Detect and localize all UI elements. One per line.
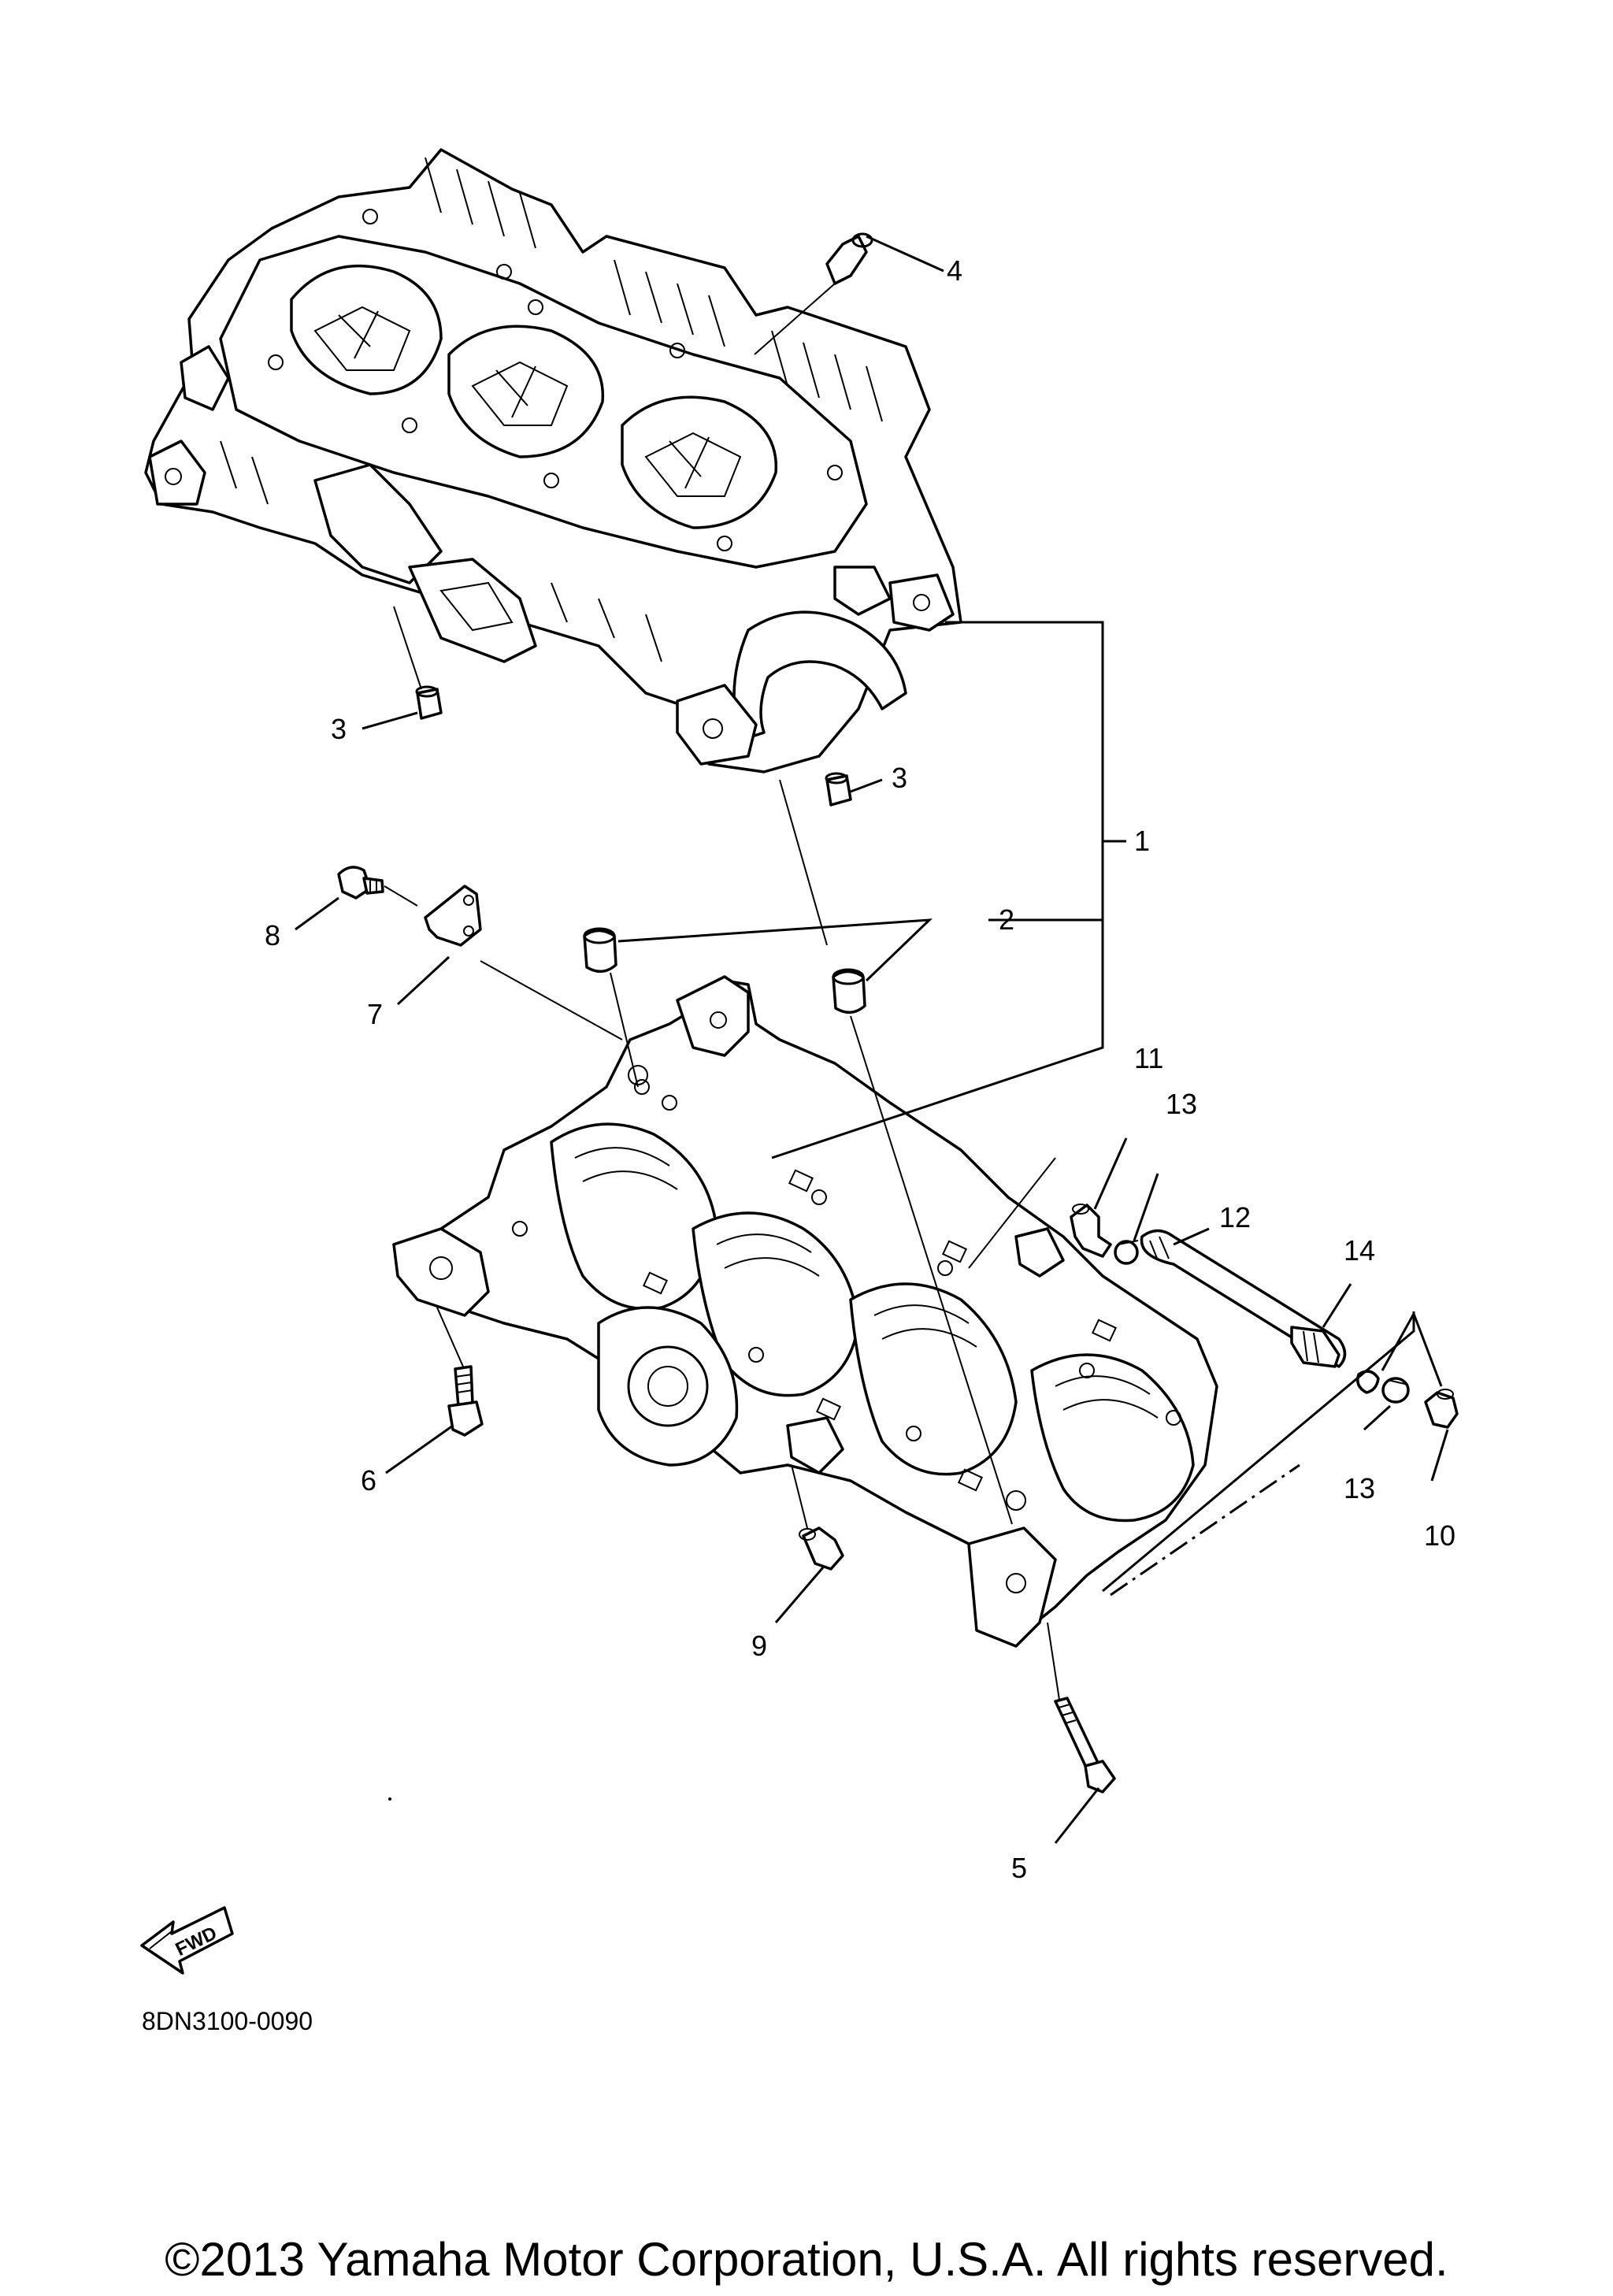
callout-8: 8 [265,919,280,951]
callout-6: 6 [361,1464,376,1497]
bracket-7 [424,885,482,947]
callout-3b: 3 [892,762,907,794]
bolt-8 [337,866,384,899]
callout-7: 7 [367,998,383,1030]
diagram-part-code: 8DN3100-0090 [142,2007,313,2035]
bolt-6 [447,1365,484,1437]
callout-12: 12 [1219,1201,1251,1233]
copyright-footer: ©2013 Yamaha Motor Corporation, U.S.A. A… [165,2233,1448,2286]
callout-11: 11 [1134,1042,1163,1074]
bolt-5 [1054,1697,1116,1793]
callout-3a: 3 [331,713,347,745]
callout-13a: 13 [1166,1088,1197,1120]
lower-crankcase [392,975,1218,1648]
callout-labels: 1 2 3 3 4 5 6 7 8 9 10 11 12 13 13 14 [265,254,1455,1884]
fitting-9 [799,1526,844,1571]
callout-2: 2 [999,903,1014,936]
dowel-3-right [825,772,852,807]
clamp-13-lower [1381,1377,1410,1404]
callout-1: 1 [1134,825,1150,857]
callout-10: 10 [1424,1519,1455,1552]
fwd-arrow: FWD [140,1906,234,1975]
callout-4: 4 [947,254,962,287]
dowel-3-left [415,685,443,720]
upper-crankcase [144,148,962,773]
clamp-13-upper [1114,1240,1139,1265]
fitting-11 [1070,1204,1112,1258]
leader-lines [295,235,1449,1844]
fitting-10 [1424,1389,1459,1429]
callout-5: 5 [1011,1852,1027,1884]
callout-14: 14 [1344,1234,1375,1267]
callout-9: 9 [751,1630,767,1662]
callout-13b: 13 [1344,1472,1375,1504]
pin-4 [825,232,873,285]
dowel-2-upper [583,927,617,973]
hose-12-14 [1140,1229,1380,1394]
dowel-2-lower [832,968,866,1014]
